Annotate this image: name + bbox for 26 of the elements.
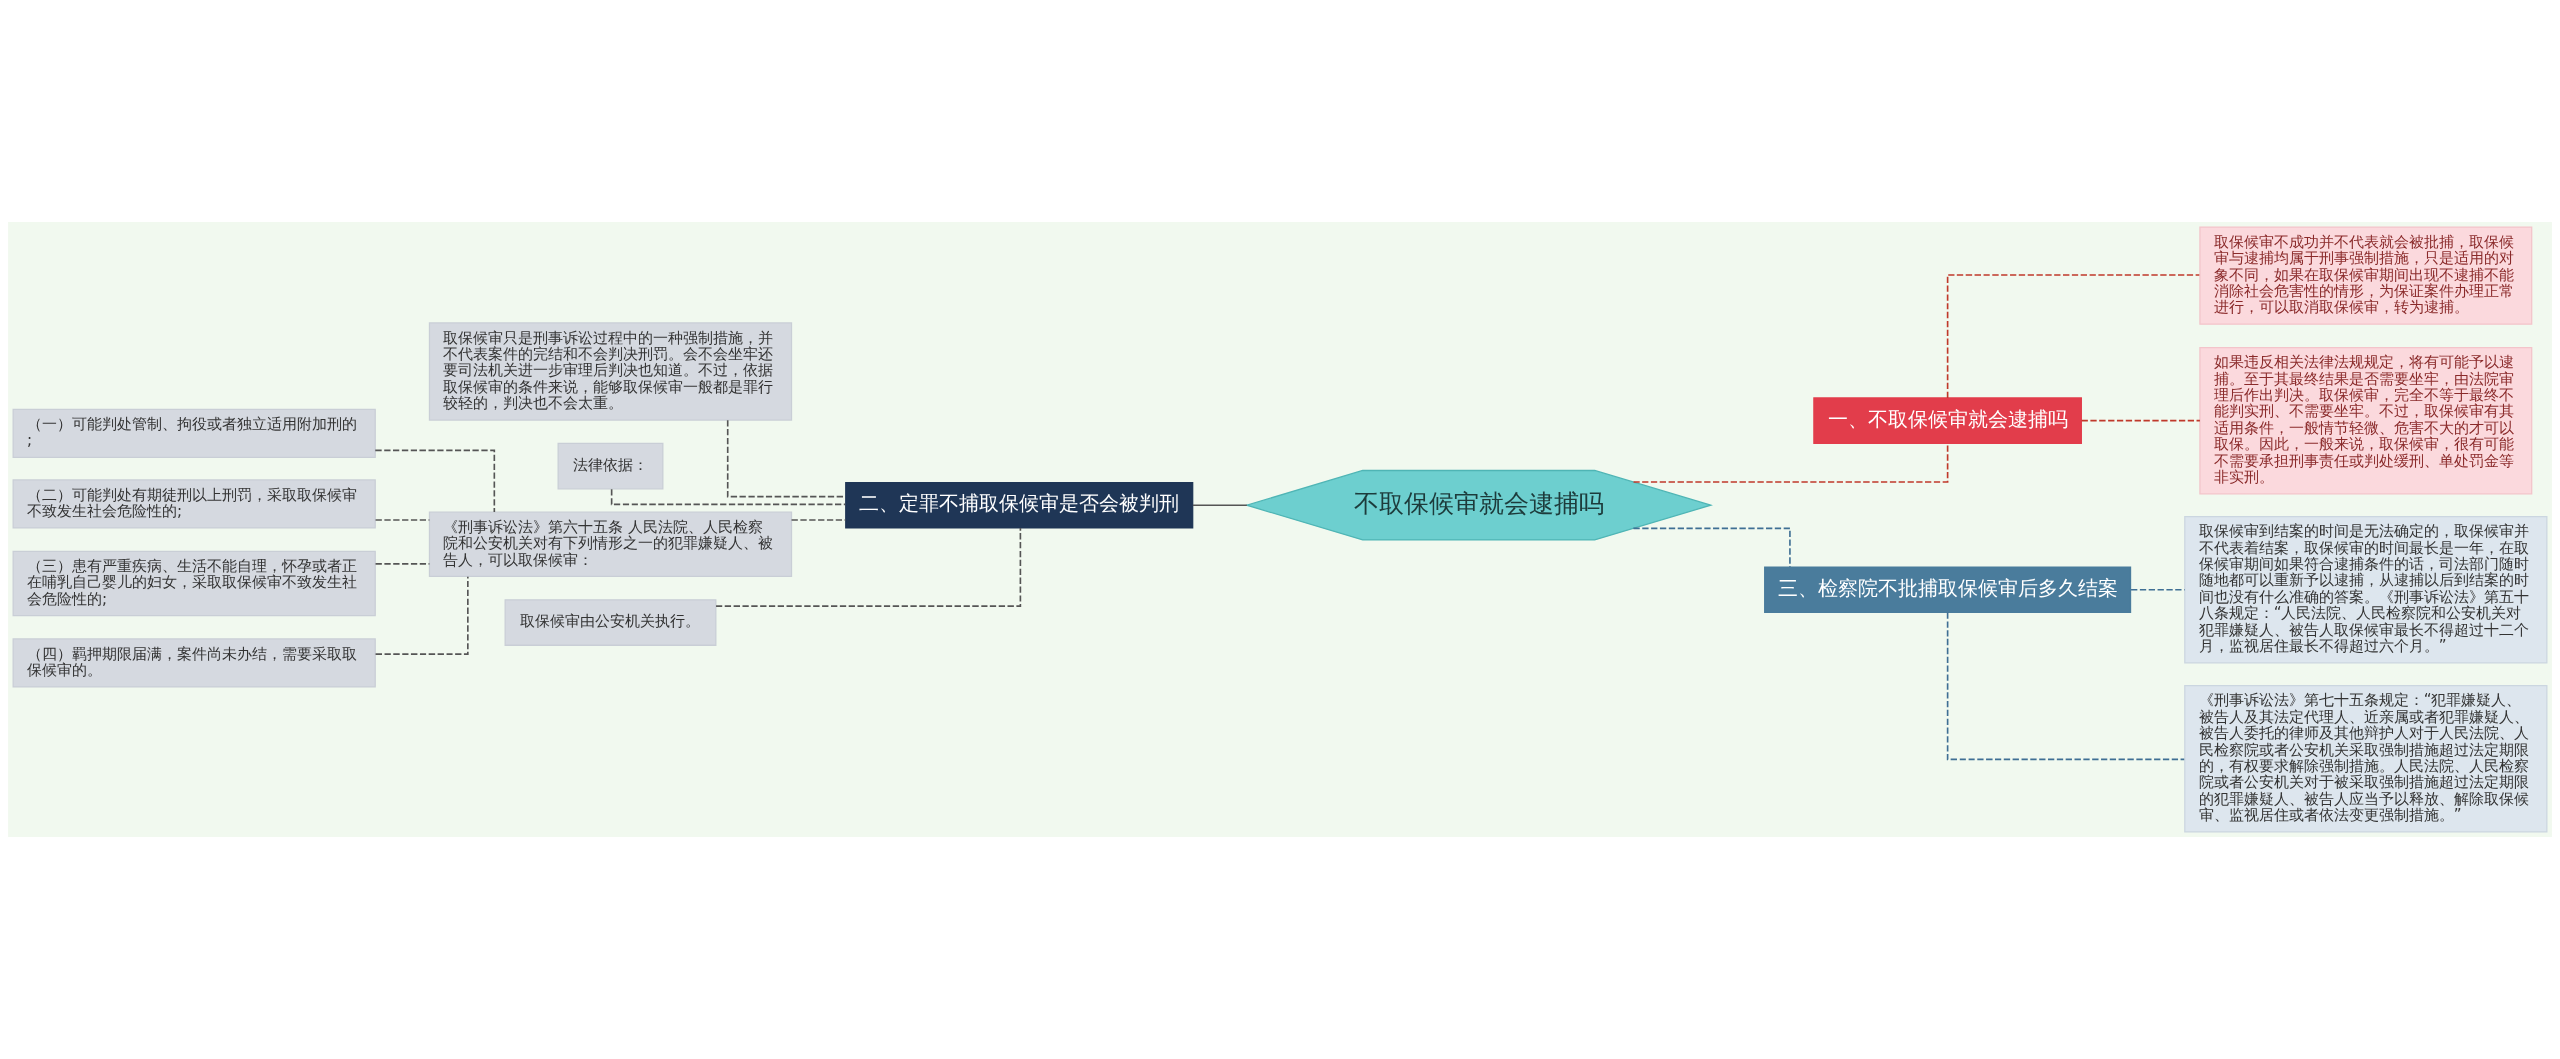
node-box: （二）可能判处有期徒刑以上刑罚，采取取保候审不致发生社会危险性的; bbox=[12, 479, 376, 529]
node-box: 一、不取保候审就会逮捕吗 bbox=[1813, 397, 2082, 445]
connector bbox=[1946, 274, 2201, 399]
connector bbox=[2080, 419, 2201, 422]
node-box: 三、检察院不批捕取保候审后多久结案 bbox=[1764, 566, 2132, 614]
node-box: （四）羁押期限届满，案件尚未办结，需要采取取保候审的。 bbox=[12, 638, 376, 688]
connector bbox=[715, 527, 1022, 607]
connector bbox=[2130, 588, 2186, 591]
node-box: 法律依据： bbox=[557, 442, 664, 490]
node-box: 取保候审不成功并不代表就会被批捕，取保候审与逮捕均属于刑事强制措施，只是适用的对象不同，如果在取保候审期间出现不逮捕不能消除社会危害性的情形，为保证案件办理正常进行，可以取消取保候审，转为逮捕。 bbox=[2199, 226, 2533, 325]
node-box: 如果违反相关法律法规规定，将有可能予以逮捕。至于其最终结果是否需要坐牢，由法院审理后作出判决。取保候审，完全不等于最终不能判实刑、不需要坐牢。不过，取保候审有其适用条件，一般情节轻微、危害不大的才可以取保。因此，一般来说，取保候审，很有可能不需要承担刑事责任或判处缓刑、单处罚金等非实刑。 bbox=[2199, 346, 2533, 495]
node-box: 取保候审由公安机关执行。 bbox=[504, 599, 717, 646]
node-box: 《刑事诉讼法》第七十五条规定：“犯罪嫌疑人、被告人及其法定代理人、近亲属或者犯罪嫌疑人、被告人委托的律师及其他辩护人对于人民法院、人民检察院或者公安机关采取强制措施超过法定期限的，有权要求解除强制措施。人民法院、人民检察院或者公安机关对于被采取强制措施超过法定期限的犯罪嫌疑人、被告人应当予以释放、解除取保候审、监视居住或者依法变更强制措施。” bbox=[2184, 685, 2548, 833]
node-box: 《刑事诉讼法》第六十五条 人民法院、人民检察院和公安机关对有下列情形之一的犯罪嫌疑人、被告人，可以取保候审： bbox=[428, 511, 793, 578]
node-box: 取保候审到结案的时间是无法确定的，取保候审并不代表着结案，取保候审的时间最长是一年，在取保候审期间如果符合逮捕条件的话，司法部门随时随地都可以重新予以逮捕，从逮捕以后到结案的时间也没有什么准确的答案。《刑事诉讼法》第五十八条规定：“人民法院、人民检察院和公安机关对犯罪嫌疑人、被告人取保候审最长不得超过十二个月，监视居住最长不得超过六个月。” bbox=[2184, 515, 2548, 664]
connector bbox=[1192, 504, 1248, 507]
connector bbox=[374, 575, 469, 655]
connector bbox=[1946, 611, 2186, 761]
node-box: 二、定罪不捕取保候审是否会被判刑 bbox=[845, 481, 1194, 529]
connector bbox=[790, 519, 847, 521]
connector bbox=[1632, 527, 1791, 568]
connector bbox=[1632, 442, 1949, 483]
node-box: （三）患有严重疾病、生活不能自理，怀孕或者正在哺乳自己婴儿的妇女，采取取保候审不致发生社会危险性的; bbox=[12, 550, 376, 617]
connector bbox=[374, 449, 496, 513]
node-box: （一）可能判处管制、拘役或者独立适用附加刑的; bbox=[12, 408, 376, 458]
node-box: 取保候审只是刑事诉讼过程中的一种强制措施，并不代表案件的完结和不会判决刑罚。会不会坐牢还要司法机关进一步审理后判决也知道。不过，依据取保候审的条件来说，能够取保候审一般都是罪行较轻的，判决也不会太重。 bbox=[428, 322, 793, 421]
